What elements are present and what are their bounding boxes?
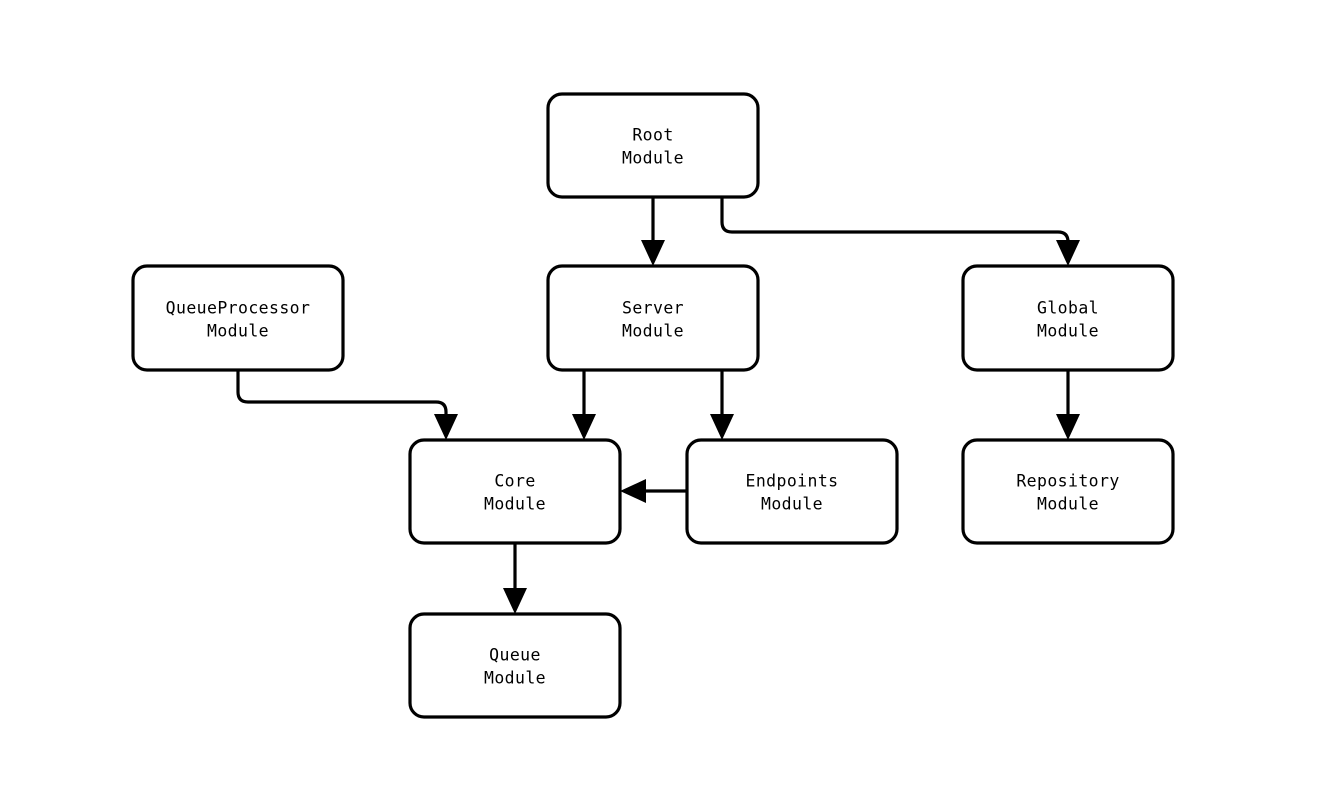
node-root-module-box[interactable] xyxy=(546,92,760,199)
edge-queueprocessor-to-core xyxy=(236,370,458,440)
node-endpoints-module-box[interactable] xyxy=(685,438,899,545)
node-global-module-box[interactable] xyxy=(961,264,1175,372)
edge-endpoints-to-core-arrowhead xyxy=(620,479,646,503)
node-layer: Root Module QueueProcessor Module Server… xyxy=(131,92,1175,719)
node-repository-module-label-line1: Repository xyxy=(1016,472,1119,491)
edge-server-to-core-arrowhead xyxy=(572,414,596,440)
node-server-module-label-line1: Server xyxy=(622,299,684,318)
node-queueprocessor-module-box[interactable] xyxy=(131,264,345,372)
node-server-module[interactable]: Server Module xyxy=(546,264,760,372)
node-root-module-label-line1: Root xyxy=(632,126,673,145)
node-queueprocessor-module-label-line2: Module xyxy=(207,322,269,341)
edge-global-to-repository xyxy=(1056,370,1080,440)
node-endpoints-module-label-line2: Module xyxy=(761,495,823,514)
edge-root-to-global-arrowhead xyxy=(1056,240,1080,266)
edge-root-to-global-line xyxy=(720,197,1070,250)
node-core-module-label-line2: Module xyxy=(484,495,546,514)
node-root-module[interactable]: Root Module xyxy=(546,92,760,199)
node-core-module-box[interactable] xyxy=(408,438,622,545)
edge-server-to-endpoints-arrowhead xyxy=(710,414,734,440)
edge-server-to-core xyxy=(572,370,596,440)
edge-layer xyxy=(236,197,1080,614)
node-global-module-label-line2: Module xyxy=(1037,322,1099,341)
node-core-module-label-line1: Core xyxy=(494,472,535,491)
edge-queueprocessor-to-core-line xyxy=(236,370,448,424)
edge-root-to-global xyxy=(720,197,1080,266)
edge-queueprocessor-to-core-arrowhead xyxy=(434,414,458,440)
node-server-module-box[interactable] xyxy=(546,264,760,372)
edge-core-to-queue xyxy=(503,543,527,614)
edge-global-to-repository-arrowhead xyxy=(1056,414,1080,440)
node-global-module[interactable]: Global Module xyxy=(961,264,1175,372)
node-queue-module-label-line2: Module xyxy=(484,669,546,688)
edge-root-to-server xyxy=(641,197,665,266)
node-server-module-label-line2: Module xyxy=(622,322,684,341)
node-core-module[interactable]: Core Module xyxy=(408,438,622,545)
node-root-module-label-line2: Module xyxy=(622,149,684,168)
node-global-module-label-line1: Global xyxy=(1037,299,1099,318)
node-endpoints-module-label-line1: Endpoints xyxy=(745,472,838,491)
node-endpoints-module[interactable]: Endpoints Module xyxy=(685,438,899,545)
edge-server-to-endpoints xyxy=(710,370,734,440)
node-queueprocessor-module-label-line1: QueueProcessor xyxy=(166,299,311,318)
node-queue-module-box[interactable] xyxy=(408,612,622,719)
edge-endpoints-to-core xyxy=(620,479,687,503)
edge-root-to-server-arrowhead xyxy=(641,240,665,266)
node-repository-module-label-line2: Module xyxy=(1037,495,1099,514)
node-queue-module[interactable]: Queue Module xyxy=(408,612,622,719)
node-repository-module-box[interactable] xyxy=(961,438,1175,545)
edge-core-to-queue-arrowhead xyxy=(503,588,527,614)
node-queueprocessor-module[interactable]: QueueProcessor Module xyxy=(131,264,345,372)
node-queue-module-label-line1: Queue xyxy=(489,646,541,665)
node-repository-module[interactable]: Repository Module xyxy=(961,438,1175,545)
